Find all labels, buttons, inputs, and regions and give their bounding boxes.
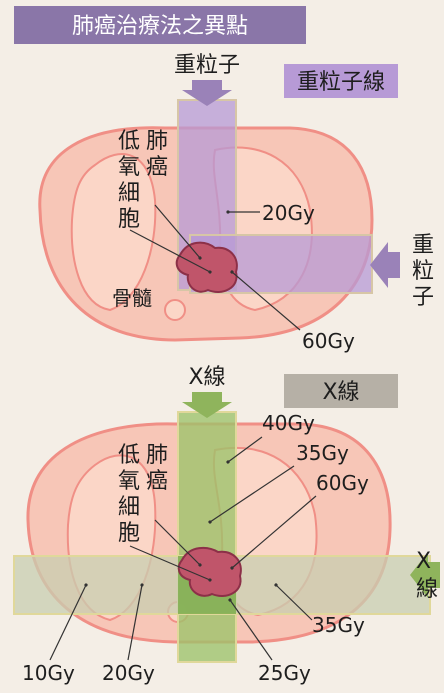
hypoxic-cells-label-2: 低氧細胞 bbox=[118, 443, 140, 546]
hypoxic-cells-label: 低氧細胞 bbox=[118, 129, 140, 232]
dose-20gy-label: 20Gy bbox=[262, 201, 315, 225]
dose-40gy-label: 40Gy bbox=[262, 411, 315, 435]
dose-35gy-label-a: 35Gy bbox=[296, 441, 349, 465]
legend-heavy-label: 重粒子線 bbox=[297, 70, 385, 95]
leader-60gy bbox=[230, 270, 301, 331]
legend-xray-label: X線 bbox=[322, 380, 359, 405]
leader-20gy-2 bbox=[127, 583, 144, 661]
xray-beam-vertical bbox=[177, 411, 237, 663]
bone-marrow-label: 骨髓 bbox=[112, 286, 152, 310]
leader-40gy bbox=[226, 436, 263, 464]
dose-10gy-label: 10Gy bbox=[22, 661, 75, 685]
heavy-beam-right-label: 重粒子 bbox=[412, 233, 434, 310]
dose-25gy-label: 25Gy bbox=[258, 661, 311, 685]
leader-hypoxic bbox=[129, 229, 212, 274]
heavy-arrow-left-icon bbox=[370, 242, 400, 288]
legend-xray-swatch bbox=[284, 374, 398, 408]
lung-cancer-label-2: 肺癌 bbox=[146, 443, 168, 494]
leader-cancer-2 bbox=[154, 519, 202, 567]
xray-arrow-down-icon bbox=[182, 392, 232, 418]
top-panel: 重粒子 重粒子線 重粒子 低氧細胞 肺癌 骨髓 20Gy 60Gy bbox=[38, 53, 434, 353]
leader-25gy bbox=[228, 598, 273, 661]
leader-35gy-a bbox=[208, 465, 295, 524]
lung-cancer-label: 肺癌 bbox=[146, 129, 168, 180]
title: 肺癌治療法之異點 bbox=[72, 14, 248, 39]
spine bbox=[164, 299, 186, 321]
leader-35gy-b bbox=[274, 583, 313, 621]
legend-heavy-swatch bbox=[284, 64, 398, 98]
heavy-beam-top-label: 重粒子 bbox=[174, 53, 240, 78]
leader-10gy bbox=[49, 583, 88, 661]
heavy-arrow-down-icon bbox=[182, 80, 232, 106]
dose-60gy-label: 60Gy bbox=[302, 329, 355, 353]
tumor bbox=[175, 241, 238, 293]
left-lung bbox=[70, 153, 157, 312]
leader-cancer bbox=[154, 204, 202, 260]
xray-arrow-left-icon bbox=[410, 552, 440, 598]
dose-35gy-label-b: 35Gy bbox=[312, 613, 365, 637]
leader-60gy-2 bbox=[230, 495, 317, 570]
xray-beam-top-label: X線 bbox=[188, 365, 225, 390]
dose-20gy-label-2: 20Gy bbox=[102, 661, 155, 685]
title-bar bbox=[14, 6, 306, 44]
leader-hypoxic-2 bbox=[129, 545, 212, 582]
dose-60gy-label-2: 60Gy bbox=[316, 471, 369, 495]
